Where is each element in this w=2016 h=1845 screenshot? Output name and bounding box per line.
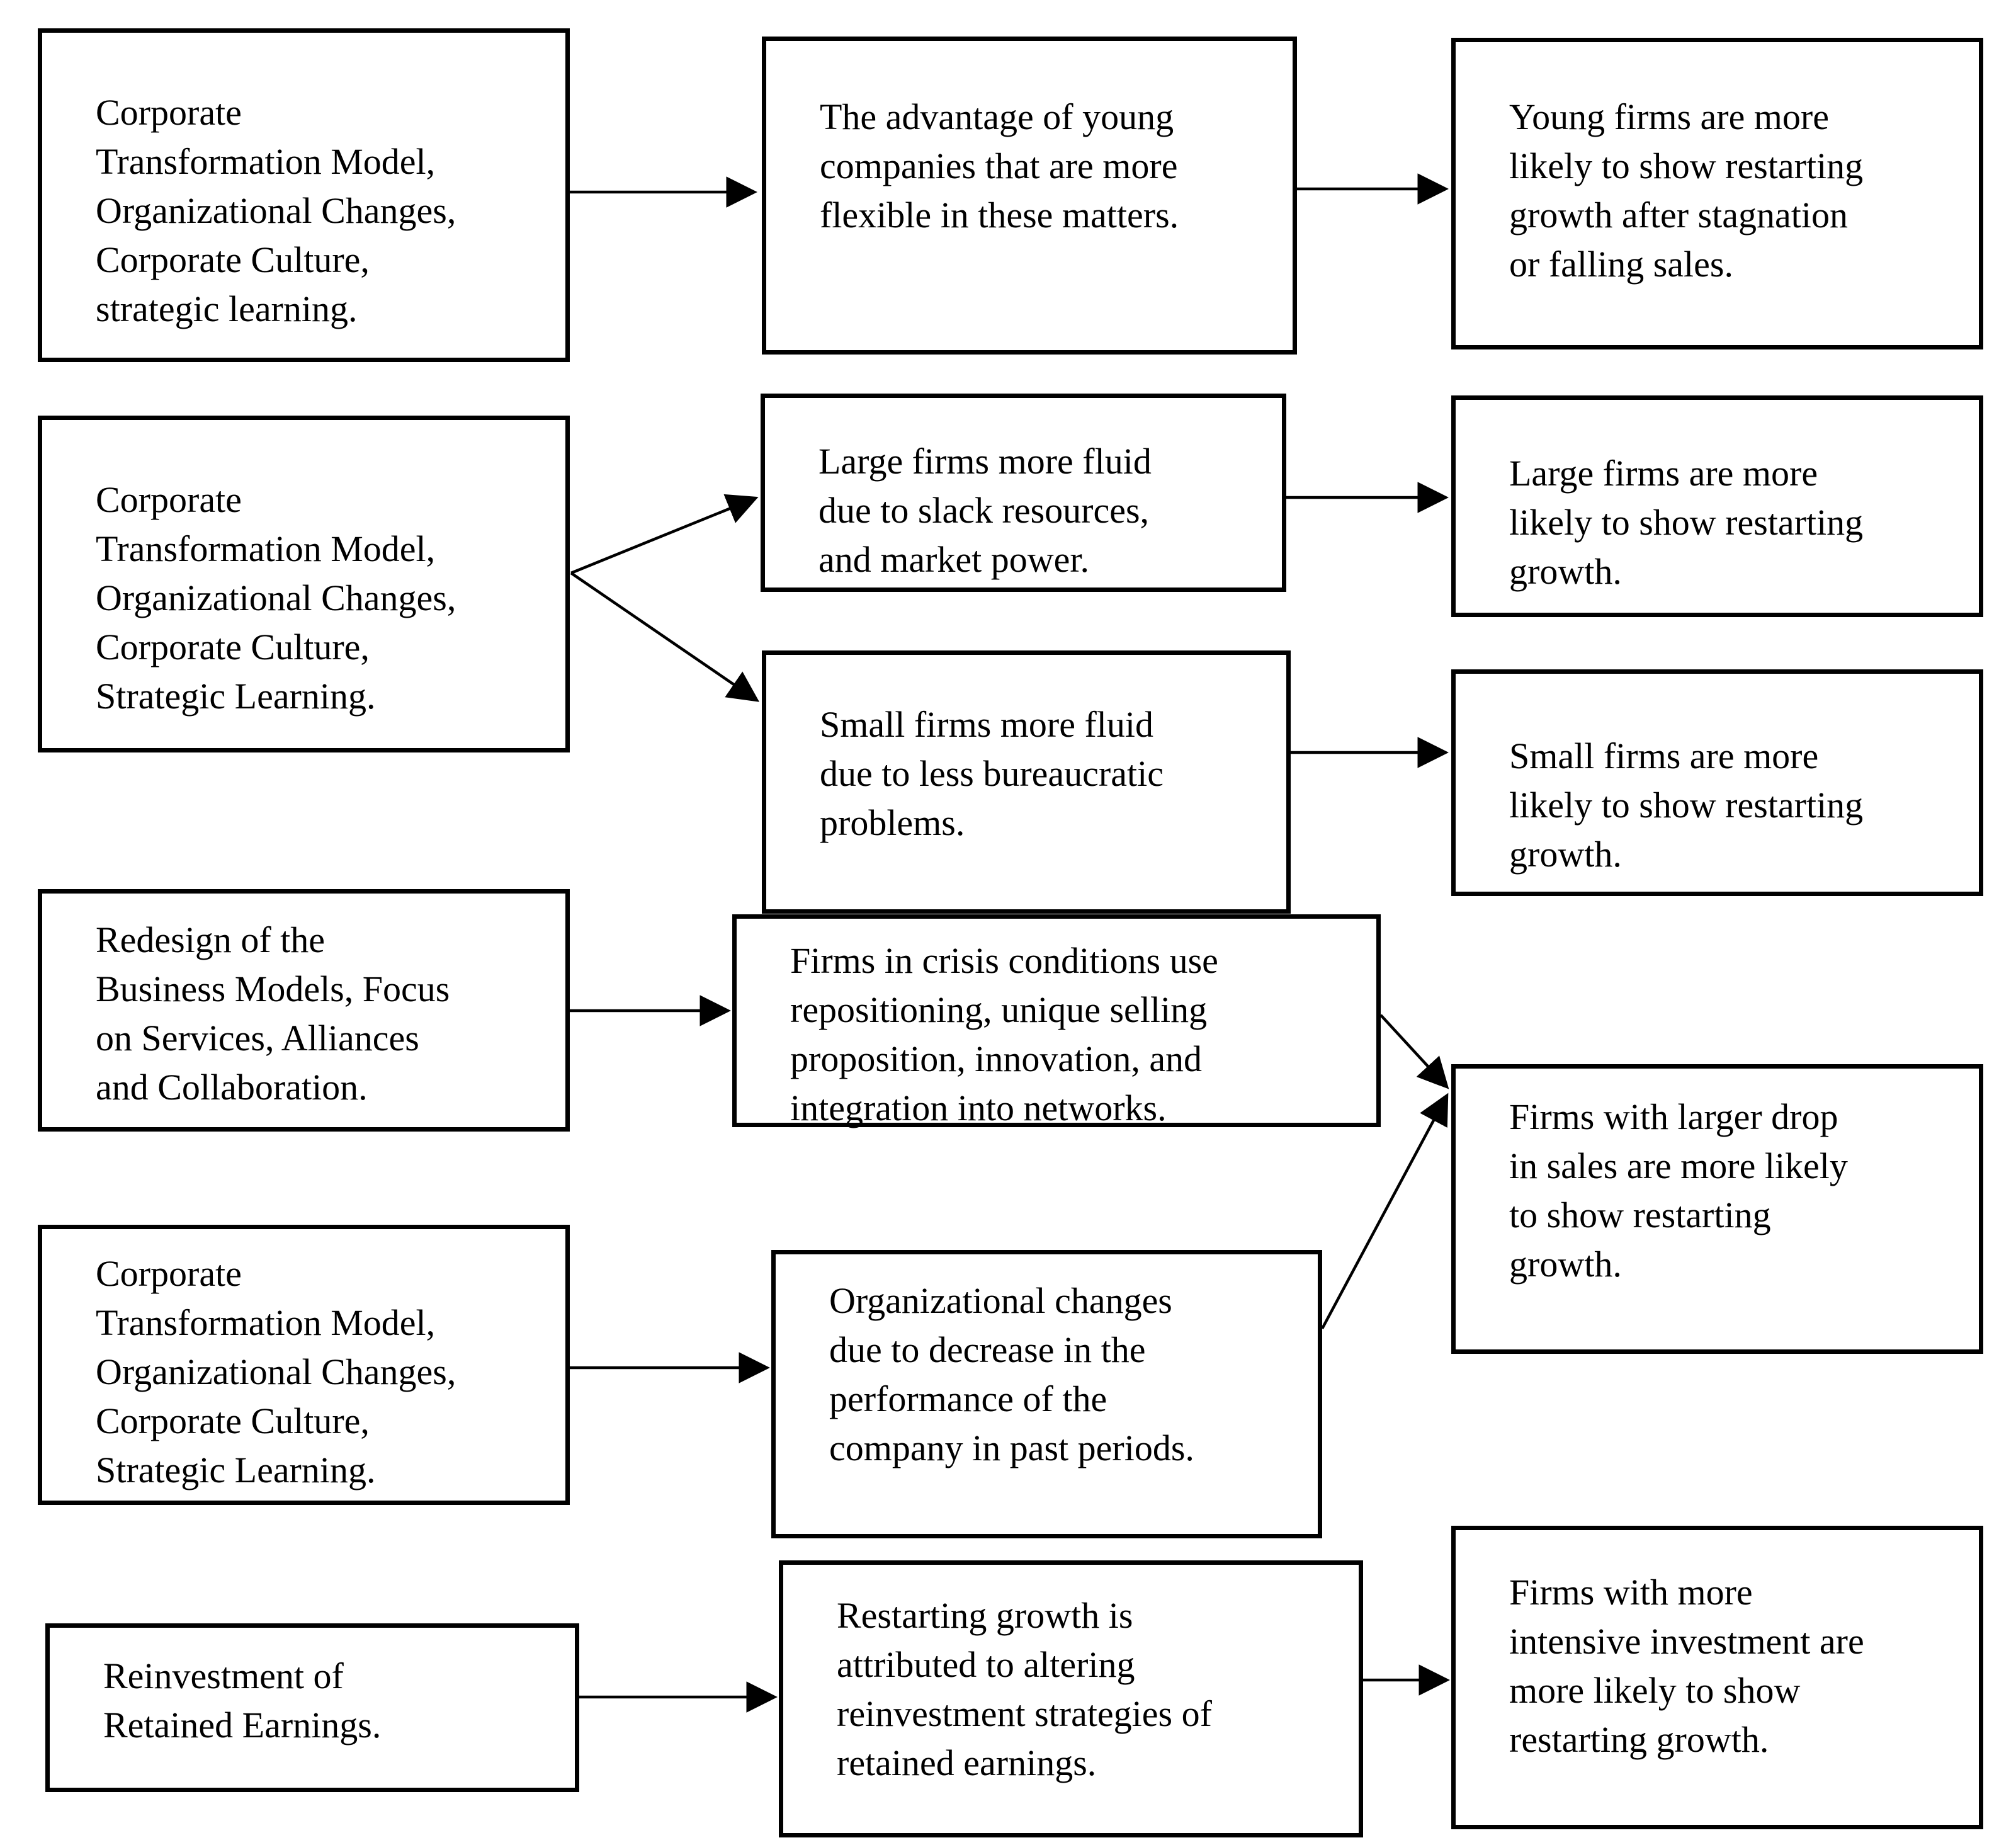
arrow-l2-m2b (570, 572, 760, 702)
node-mediator-young-flexibility: The advantage of young companies that ar… (762, 37, 1297, 355)
node-text: Firms in crisis conditions use repositio… (790, 940, 1218, 1128)
node-antecedent-transformation-size: Corporate Transformation Model, Organiza… (38, 416, 570, 752)
node-text: Corporate Transformation Model, Organiza… (96, 92, 456, 329)
node-text: Young firms are more likely to show rest… (1509, 96, 1864, 285)
node-text: Corporate Transformation Model, Organiza… (96, 479, 456, 717)
node-text: Corporate Transformation Model, Organiza… (96, 1253, 456, 1490)
node-text: Reinvestment of Retained Earnings. (103, 1655, 382, 1746)
node-antecedent-redesign-business-models: Redesign of the Business Models, Focus o… (38, 889, 570, 1132)
arrow-m4-r34 (1321, 1093, 1449, 1330)
node-mediator-reinvestment-strategies: Restarting growth is attributed to alter… (779, 1560, 1363, 1837)
node-text: The advantage of young companies that ar… (820, 96, 1179, 236)
node-text: Small firms are more likely to show rest… (1509, 735, 1864, 875)
node-outcome-investment-firms: Firms with more intensive investment are… (1451, 1526, 1983, 1829)
node-outcome-small-firms: Small firms are more likely to show rest… (1451, 669, 1983, 896)
node-text: Firms with more intensive investment are… (1509, 1572, 1864, 1760)
node-outcome-large-firms: Large firms are more likely to show rest… (1451, 395, 1983, 617)
node-mediator-large-firms-fluid: Large firms more fluid due to slack reso… (761, 394, 1286, 592)
node-outcome-young-firms: Young firms are more likely to show rest… (1451, 38, 1983, 349)
node-text: Large firms are more likely to show rest… (1509, 453, 1864, 592)
node-mediator-organizational-changes: Organizational changes due to decrease i… (771, 1250, 1322, 1538)
node-text: Redesign of the Business Models, Focus o… (96, 919, 450, 1108)
node-text: Small firms more fluid due to less burea… (820, 704, 1164, 843)
node-antecedent-transformation-performance: Corporate Transformation Model, Organiza… (38, 1225, 570, 1505)
node-outcome-sales-drop-firms: Firms with larger drop in sales are more… (1451, 1064, 1983, 1354)
arrow-l2-m2a (570, 494, 759, 575)
node-mediator-crisis-repositioning: Firms in crisis conditions use repositio… (732, 914, 1381, 1128)
node-text: Organizational changes due to decrease i… (829, 1280, 1194, 1468)
node-antecedent-reinvestment: Reinvestment of Retained Earnings. (45, 1623, 579, 1792)
arrow-m3-r34 (1379, 1014, 1449, 1089)
node-antecedent-transformation-young: Corporate Transformation Model, Organiza… (38, 28, 570, 362)
node-text: Restarting growth is attributed to alter… (837, 1595, 1212, 1783)
node-text: Firms with larger drop in sales are more… (1509, 1096, 1848, 1285)
node-text: Large firms more fluid due to slack reso… (818, 441, 1152, 580)
node-mediator-small-firms-fluid: Small firms more fluid due to less burea… (762, 650, 1291, 914)
